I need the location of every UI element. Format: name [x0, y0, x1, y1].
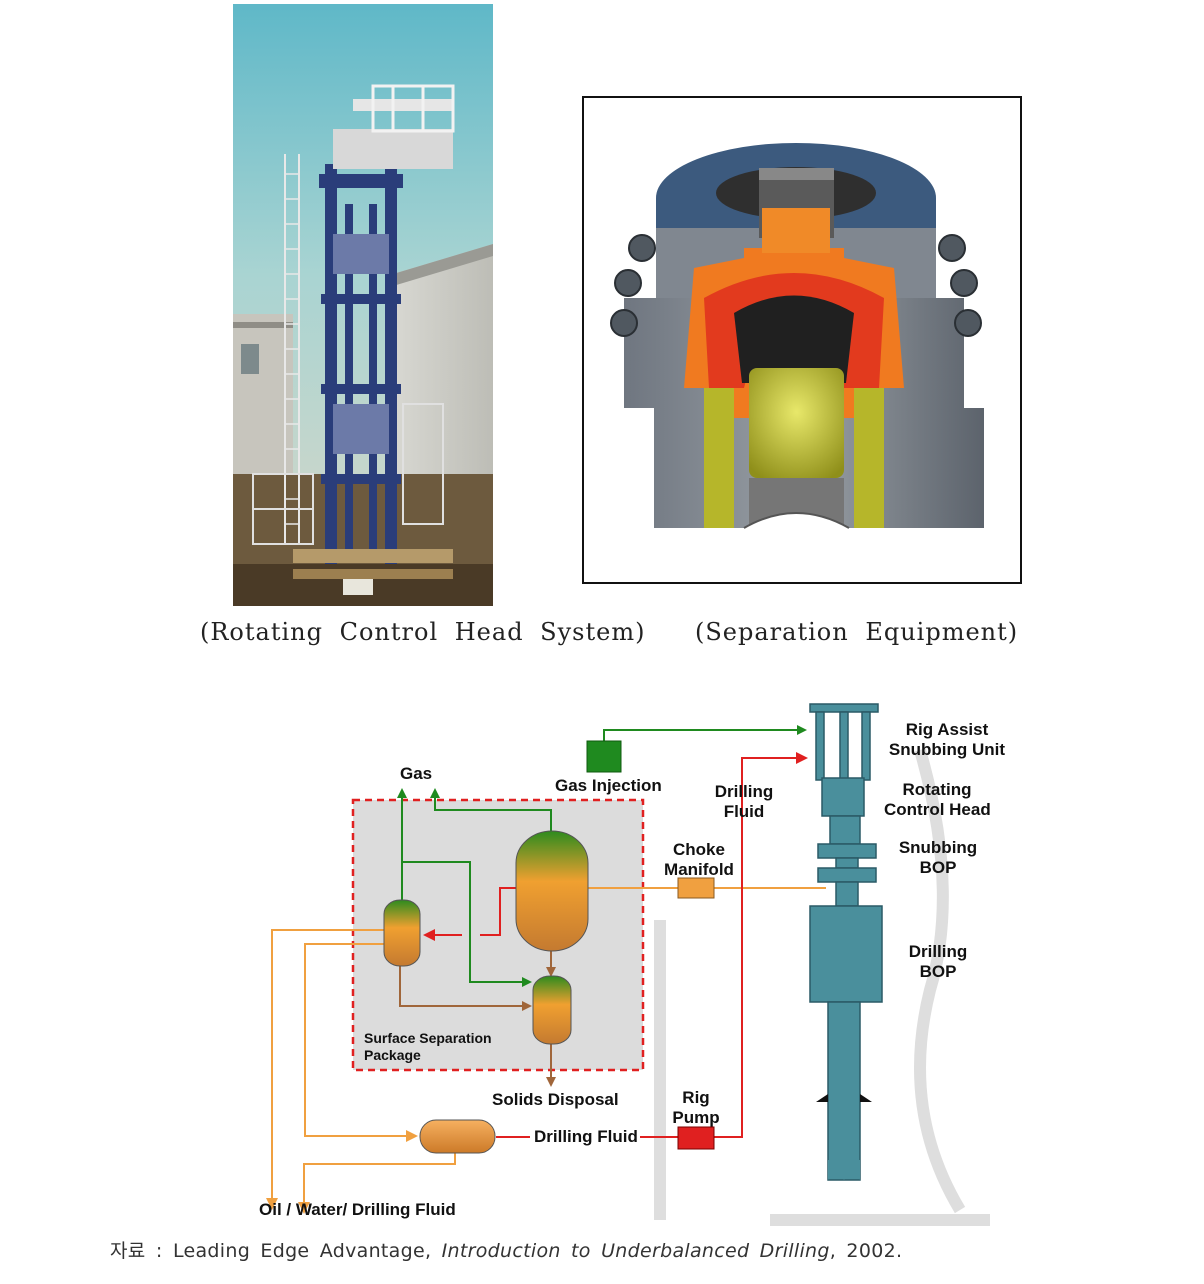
- flow-diagram-svg: [266, 703, 990, 1226]
- rig-pump-box: [677, 1126, 715, 1150]
- rotating-control-head-photo: [233, 4, 493, 606]
- lower-separator-vessel: [532, 975, 572, 1045]
- gas-injection-label: Gas Injection: [555, 776, 662, 795]
- choke-manifold-box: [677, 877, 715, 899]
- source-prefix: 자료 : Leading Edge Advantage,: [110, 1240, 442, 1262]
- main-separator-vessel: [515, 830, 589, 952]
- source-title: Introduction to Underbalanced Drilling: [441, 1240, 830, 1262]
- rig-assist-snubbing-unit-label: Rig Assist Snubbing Unit: [888, 720, 1006, 759]
- source-suffix: , 2002.: [829, 1240, 903, 1262]
- surface-separation-package-label: Surface Separation Package: [364, 1030, 492, 1063]
- choke-manifold-label: Choke Manifold: [664, 840, 734, 879]
- drilling-bop-label: Drilling BOP: [908, 942, 968, 981]
- wellhead-stack: [809, 703, 883, 1181]
- right-figure-caption: (Separation Equipment): [695, 618, 1019, 646]
- source-citation: 자료 : Leading Edge Advantage, Introductio…: [110, 1236, 902, 1263]
- separation-equipment-illustration: [610, 143, 984, 582]
- watermark: [654, 748, 990, 1226]
- solids-disposal-label: Solids Disposal: [492, 1090, 619, 1109]
- rotating-control-head-label: Rotating Control Head: [884, 780, 991, 819]
- oil-water-drilling-fluid-label: Oil / Water/ Drilling Fluid: [259, 1200, 456, 1219]
- drilling-fluid-tank: [419, 1119, 496, 1154]
- left-figure-caption: (Rotating Control Head System): [200, 618, 646, 646]
- snubbing-bop-label: Snubbing BOP: [898, 838, 978, 877]
- rig-pump-label: Rig Pump: [672, 1088, 720, 1127]
- underbalanced-drilling-diagram: Gas Gas Injection Drilling Fluid Choke M…: [0, 690, 1204, 1230]
- separation-equipment-figure: [582, 96, 1022, 584]
- drilling-fluid-top-label: Drilling Fluid: [714, 782, 774, 821]
- drilling-fluid-bottom-label: Drilling Fluid: [534, 1127, 638, 1146]
- left-separator-vessel: [383, 899, 421, 967]
- rotating-control-head-illustration: [233, 4, 493, 606]
- gas-injection-box: [586, 740, 622, 773]
- gas-label: Gas: [400, 764, 433, 783]
